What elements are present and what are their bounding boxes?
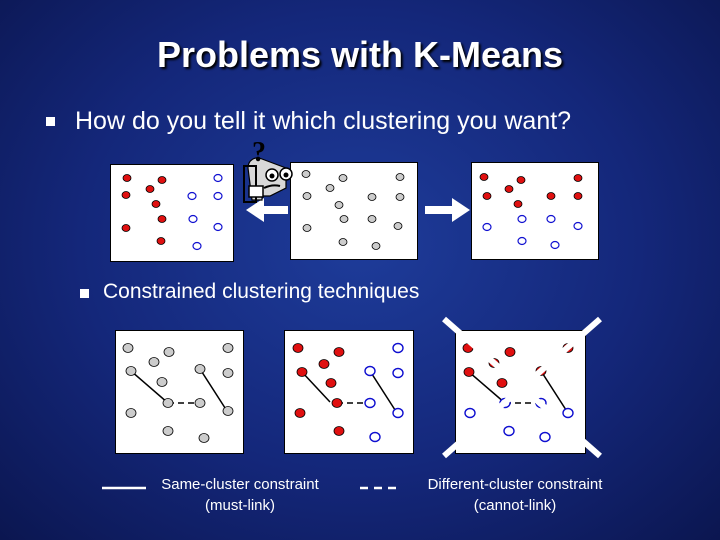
must-link-label: Same-cluster constraint — [161, 476, 319, 493]
gray-constraint-box — [122, 343, 234, 443]
cluster-box-left — [110, 164, 234, 262]
cluster-box-right — [471, 162, 599, 260]
bullet-constrained-text: Constrained clustering techniques — [103, 280, 420, 303]
left-arrow-icon — [246, 198, 288, 222]
cannot-link-legend: Different-cluster constraint (cannot-lin… — [405, 474, 625, 516]
constraint-box-center — [284, 330, 414, 454]
bullet-square-icon — [46, 117, 55, 126]
cannot-link-sublabel: (cannot-link) — [473, 497, 557, 514]
question-mark: ? — [252, 137, 266, 168]
constraint-box-left — [115, 330, 244, 454]
must-link-legend: Same-cluster constraint (must-link) — [140, 474, 340, 516]
page-title: Problems with K-Means — [156, 34, 564, 75]
confused-face-icon: ? — [243, 137, 293, 203]
bullet-square-icon — [80, 289, 89, 298]
bullet-question-text: How do you tell it which clustering you … — [75, 107, 572, 135]
must-link-sublabel: (must-link) — [205, 497, 275, 514]
center-box-points — [301, 170, 405, 250]
right-arrow-icon — [425, 198, 470, 222]
left-box-points — [121, 173, 223, 251]
colored-constraint-box — [292, 342, 404, 443]
crossed-out-box — [442, 316, 602, 459]
cannot-link-label: Different-cluster constraint — [427, 476, 603, 493]
right-box-points — [479, 173, 583, 250]
